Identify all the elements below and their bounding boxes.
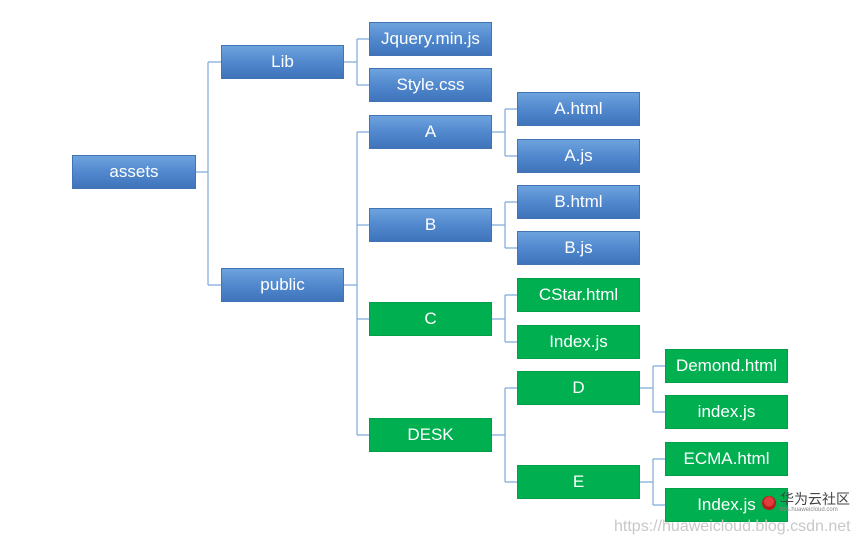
node-d: D bbox=[517, 371, 640, 405]
node-desk: DESK bbox=[369, 418, 492, 452]
node-public: public bbox=[221, 268, 344, 302]
watermark-logo: 华为云社区 bbs.huaweicloud.com bbox=[762, 492, 850, 513]
node-a: A bbox=[369, 115, 492, 149]
node-e-index-js: Index.js bbox=[665, 488, 788, 522]
node-d-index-js: index.js bbox=[665, 395, 788, 429]
huawei-cloud-icon bbox=[762, 495, 776, 510]
node-c: C bbox=[369, 302, 492, 336]
node-assets: assets bbox=[72, 155, 196, 189]
node-jquery-min-js: Jquery.min.js bbox=[369, 22, 492, 56]
watermark-brand: 华为云社区 bbox=[780, 491, 850, 507]
watermark-subtitle: bbs.huaweicloud.com bbox=[780, 507, 838, 513]
node-ecma-html: ECMA.html bbox=[665, 442, 788, 476]
node-b: B bbox=[369, 208, 492, 242]
node-demond-html: Demond.html bbox=[665, 349, 788, 383]
watermark-url: https://huaweicloud.blog.csdn.net bbox=[614, 518, 851, 535]
node-c-index-js: Index.js bbox=[517, 325, 640, 359]
node-lib: Lib bbox=[221, 45, 344, 79]
node-b-js: B.js bbox=[517, 231, 640, 265]
node-b-html: B.html bbox=[517, 185, 640, 219]
node-e: E bbox=[517, 465, 640, 499]
node-a-js: A.js bbox=[517, 139, 640, 173]
node-cstar-html: CStar.html bbox=[517, 278, 640, 312]
node-a-html: A.html bbox=[517, 92, 640, 126]
node-style-css: Style.css bbox=[369, 68, 492, 102]
